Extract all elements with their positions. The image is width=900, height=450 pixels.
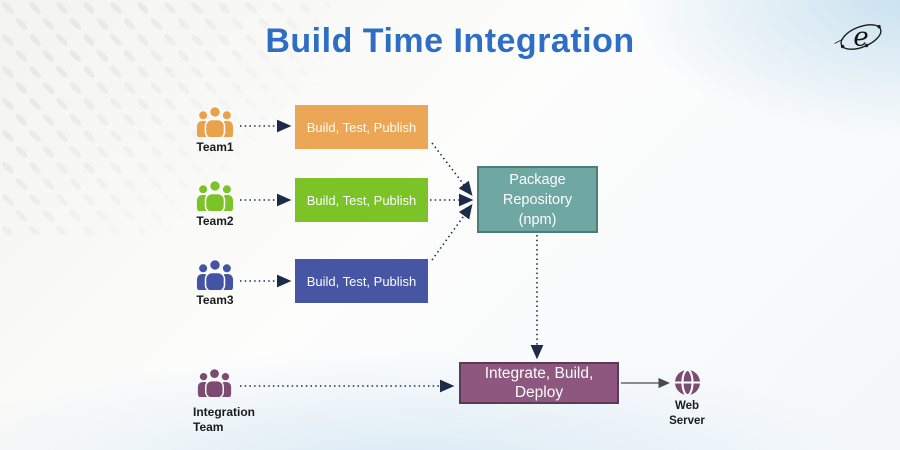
team1-label: Team1 xyxy=(196,140,234,154)
arrow-box3-to-repo xyxy=(431,204,473,261)
logo-letter: e xyxy=(853,23,868,53)
web-server-label: Web Server xyxy=(669,400,705,427)
team1-build-test-publish-box: Build, Test, Publish xyxy=(295,105,428,149)
team3-label: Team3 xyxy=(196,293,234,307)
team2-build-test-publish-box: Build, Test, Publish xyxy=(295,178,428,222)
integration-team-label: Integration Team xyxy=(193,405,255,434)
integrate-build-deploy-box: Integrate, Build, Deploy xyxy=(459,362,619,404)
web-server-globe-icon xyxy=(674,369,701,396)
team3-build-test-publish-box: Build, Test, Publish xyxy=(295,259,428,303)
team2-people-icon xyxy=(196,179,234,211)
page-title: Build Time Integration xyxy=(265,22,635,60)
team2-label: Team2 xyxy=(196,214,234,228)
arrow-box1-to-repo xyxy=(431,142,473,196)
brand-logo-icon: e xyxy=(834,23,882,53)
team3-people-icon xyxy=(196,258,234,290)
integration-team-people-icon xyxy=(197,367,232,397)
package-repository-box: Package Repository (npm) xyxy=(477,166,598,233)
background-dash-pattern xyxy=(0,0,330,235)
team1-people-icon xyxy=(196,105,234,137)
